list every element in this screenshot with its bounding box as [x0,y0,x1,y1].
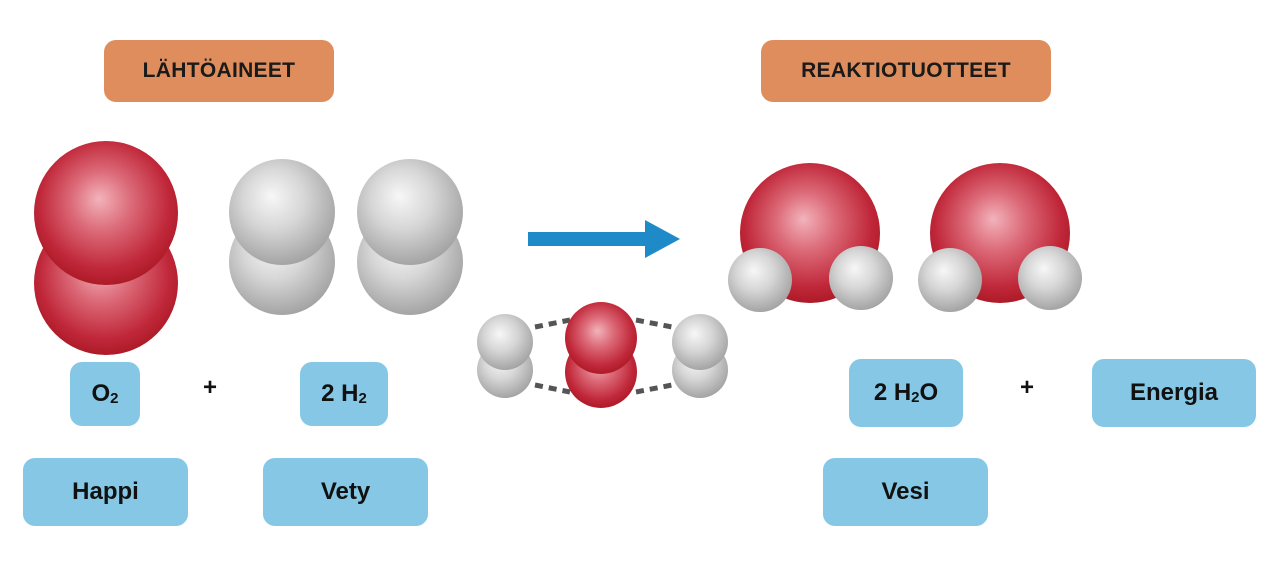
intermediate-complex [477,302,728,408]
water-molecule-1 [728,163,893,312]
reaction-arrow [528,220,680,258]
oxygen-molecule [34,141,178,355]
hydrogen-name: Vety [263,458,428,526]
energy-label: Energia [1092,359,1256,427]
water-molecule-2 [918,163,1082,312]
products-header: REAKTIOTUOTTEET [761,40,1051,102]
oxygen-name: Happi [23,458,188,526]
hydrogen-molecule-2 [357,159,463,315]
reactants-header: LÄHTÖAINEET [104,40,334,102]
hydrogen-molecule-1 [229,159,335,315]
water-name: Vesi [823,458,988,526]
plus-sign-left: + [202,374,217,401]
plus-sign-right: + [1019,374,1034,401]
